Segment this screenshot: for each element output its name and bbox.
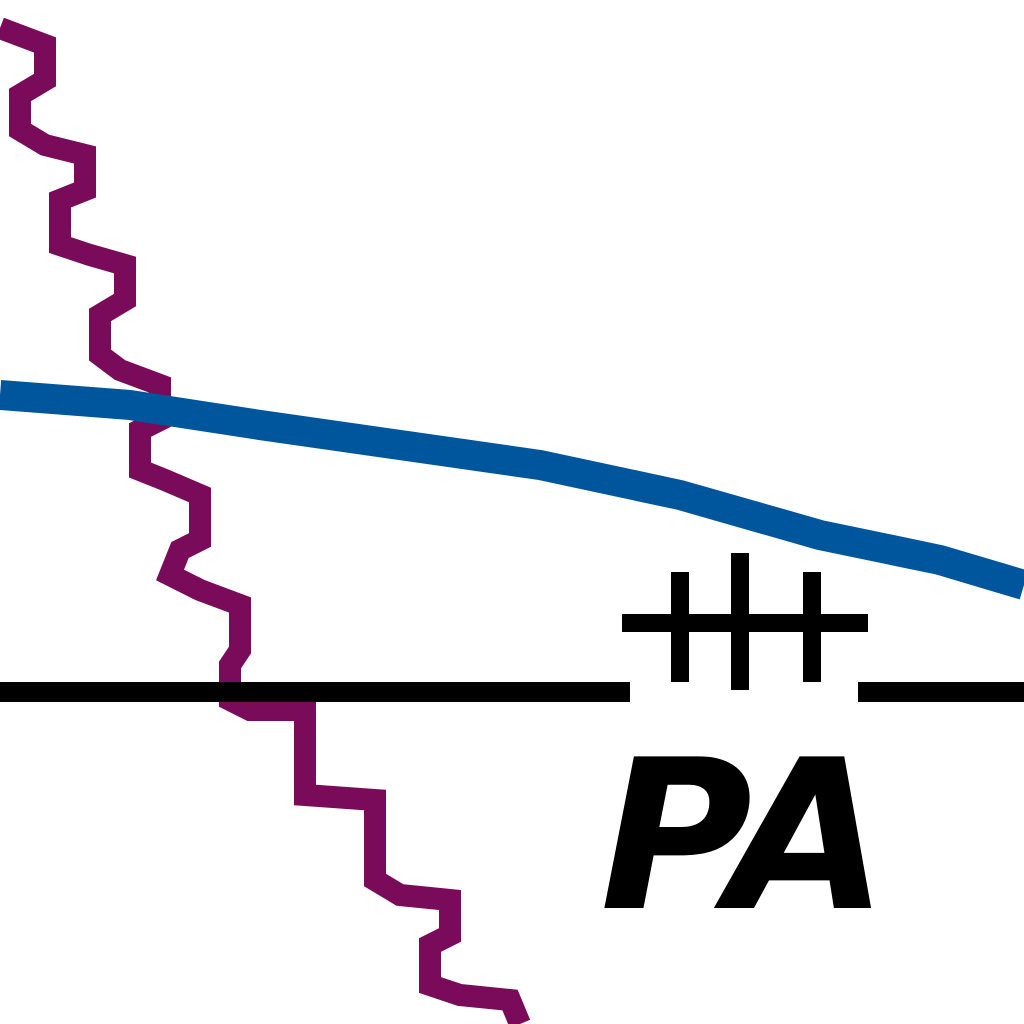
state-label: PA bbox=[600, 716, 882, 958]
river-line bbox=[0, 17, 531, 1024]
highway-line bbox=[0, 380, 1024, 600]
railroad-tick-symbol bbox=[622, 553, 868, 690]
